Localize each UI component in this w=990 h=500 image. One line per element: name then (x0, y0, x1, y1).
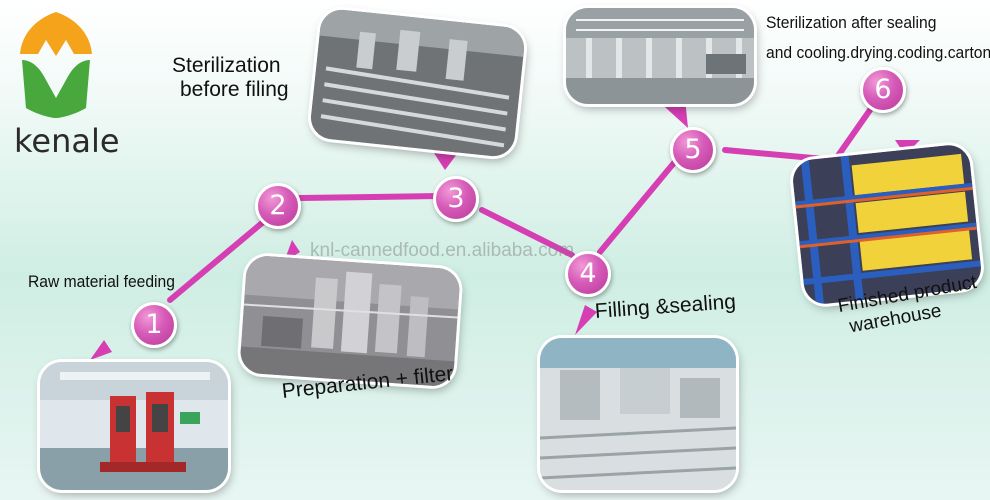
photo-raw-material (40, 362, 228, 490)
photo-preparation (239, 254, 461, 388)
pointer-4 (575, 305, 597, 335)
sterilization-photo-icon (308, 7, 527, 159)
connector-4-5 (597, 155, 681, 255)
step-5-label-line-1: Sterilization after sealing (766, 13, 937, 32)
step-3-circle: 3 (433, 176, 479, 222)
warehouse-photo-icon (790, 143, 984, 306)
pointer-5 (655, 98, 688, 128)
raw-material-photo-icon (40, 362, 228, 490)
step-4-circle: 4 (565, 251, 611, 297)
preparation-photo-icon (239, 254, 461, 388)
filling-photo-icon (540, 338, 736, 490)
kenale-logo-icon (20, 12, 92, 118)
step-1-circle: 1 (131, 302, 177, 348)
pointer-3 (432, 150, 460, 170)
step-1-label: Raw material feeding (28, 272, 175, 291)
photo-sterilization-before (308, 7, 527, 159)
connector-1-2 (167, 215, 271, 303)
photo-sterilization-after (566, 8, 754, 104)
step-3-label-line-1: Sterilization (172, 54, 281, 77)
hall-photo-icon (566, 8, 754, 104)
pointer-1 (90, 340, 112, 360)
step-5-label-line-2: and cooling.drying.coding.carton (766, 43, 990, 62)
connector-3-4 (479, 207, 575, 258)
logo (16, 10, 96, 120)
step-6-circle: 6 (860, 67, 906, 113)
connector-6-tail (832, 107, 873, 163)
step-3-label: Sterilization before filing (172, 54, 289, 102)
photo-filling (540, 338, 736, 490)
step-3-label-line-2: before filing (180, 78, 289, 101)
step-5-label: Sterilization after sealing and cooling.… (766, 8, 990, 68)
pointer-6 (895, 140, 920, 155)
photo-warehouse (790, 143, 984, 306)
watermark: knl-cannedfood.en.alibaba.com (310, 240, 575, 261)
step-5-circle: 5 (670, 127, 716, 173)
connector-5-6 (722, 147, 838, 163)
brand-name: kenale (14, 122, 120, 160)
step-2-circle: 2 (255, 183, 301, 229)
pointer-2 (284, 240, 300, 262)
connector-2-3 (297, 193, 443, 201)
